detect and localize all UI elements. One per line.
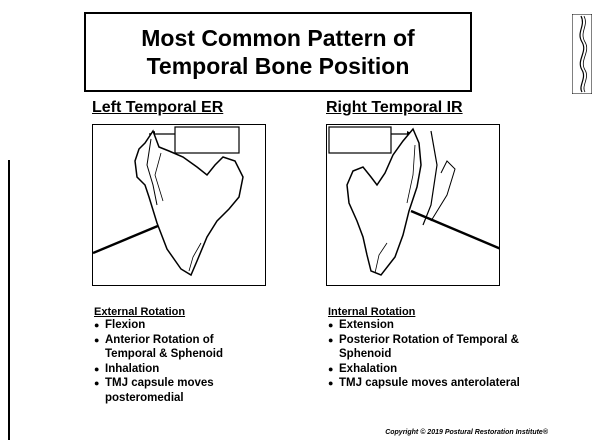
right-bone-image bbox=[326, 124, 500, 286]
list-item: Anterior Rotation of Temporal & Sphenoid bbox=[94, 333, 264, 362]
left-section-title: External Rotation bbox=[94, 306, 264, 318]
list-item: Exhalation bbox=[328, 362, 564, 377]
right-description: Internal Rotation Extension Posterior Ro… bbox=[328, 306, 588, 391]
left-heading: Left Temporal ER bbox=[92, 99, 223, 117]
left-description: External Rotation Flexion Anterior Rotat… bbox=[94, 306, 264, 405]
title-box: Most Common Pattern of Temporal Bone Pos… bbox=[84, 12, 472, 92]
list-item: TMJ capsule moves posteromedial bbox=[94, 376, 264, 405]
title-line-1: Most Common Pattern of bbox=[141, 24, 414, 52]
right-section-title: Internal Rotation bbox=[328, 306, 588, 318]
copyright-text: Copyright © 2019 Postural Restoration In… bbox=[385, 429, 548, 436]
left-points-list: Flexion Anterior Rotation of Temporal & … bbox=[94, 318, 264, 405]
list-item: Flexion bbox=[94, 318, 264, 333]
list-item: TMJ capsule moves anterolateral bbox=[328, 376, 564, 391]
title-line-2: Temporal Bone Position bbox=[147, 52, 410, 80]
list-item: Posterior Rotation of Temporal & Sphenoi… bbox=[328, 333, 564, 362]
left-border-line bbox=[8, 160, 10, 440]
right-points-list: Extension Posterior Rotation of Temporal… bbox=[328, 318, 564, 391]
right-heading: Right Temporal IR bbox=[326, 99, 463, 117]
list-item: Inhalation bbox=[94, 362, 264, 377]
left-bone-image bbox=[92, 124, 266, 286]
right-temporal-bone-illustration bbox=[327, 125, 500, 286]
left-temporal-bone-illustration bbox=[93, 125, 266, 286]
spine-logo-icon bbox=[572, 14, 592, 94]
list-item: Extension bbox=[328, 318, 564, 333]
